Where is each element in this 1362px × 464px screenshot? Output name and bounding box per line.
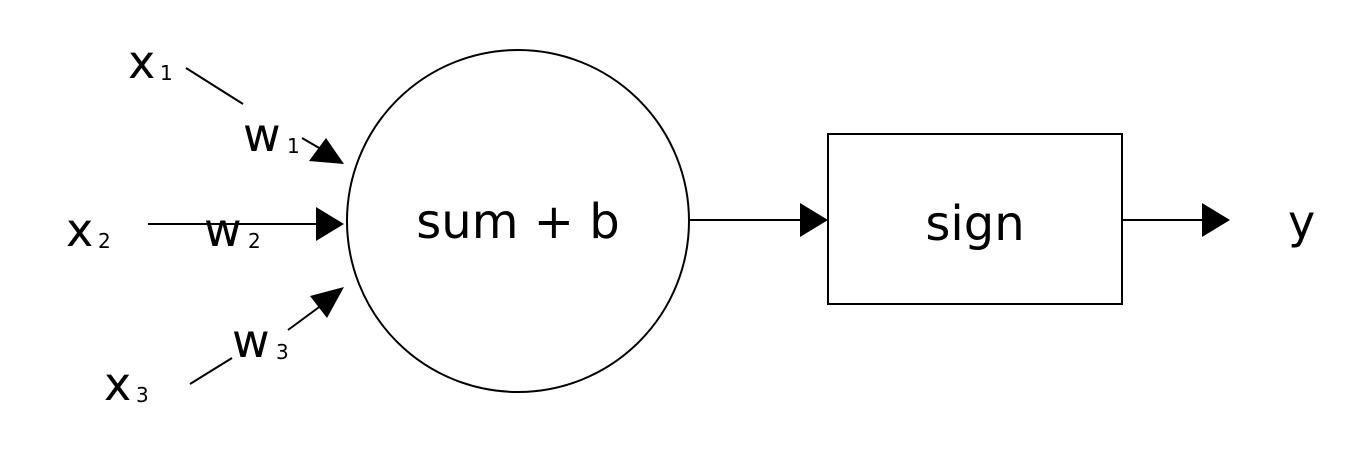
weight-w3: w 3 <box>232 314 289 368</box>
arrowhead-w3 <box>310 287 344 318</box>
input-x1-var: x <box>128 35 155 89</box>
edge-x3-to-w3 <box>189 357 233 385</box>
edge-x1-to-w1 <box>185 67 244 105</box>
arrowhead-sum-to-sign <box>800 203 828 237</box>
weight-w1-var: w <box>243 108 281 162</box>
input-x1: x 1 <box>128 35 173 89</box>
input-x2: x 2 <box>66 203 111 257</box>
sign-node-box <box>827 133 1123 305</box>
weight-w1: w 1 <box>243 108 300 162</box>
input-x3: x 3 <box>104 357 149 411</box>
sign-node-label: sign <box>925 196 1024 252</box>
arrowhead-w2 <box>316 207 344 241</box>
weight-w2-var: w <box>204 203 242 257</box>
weight-w3-var: w <box>232 314 270 368</box>
weight-w2: w 2 <box>204 203 261 257</box>
arrowhead-output <box>1202 203 1230 237</box>
arrowhead-w1 <box>309 138 344 164</box>
weight-w3-sub: 3 <box>276 340 289 364</box>
input-x2-var: x <box>66 203 93 257</box>
input-x2-sub: 2 <box>98 229 111 253</box>
sum-node-label: sum + b <box>416 194 619 250</box>
input-x1-sub: 1 <box>160 61 173 85</box>
output-y-label: y <box>1288 195 1315 249</box>
weight-w2-sub: 2 <box>248 229 261 253</box>
weight-w1-sub: 1 <box>287 134 300 158</box>
input-x3-var: x <box>104 357 131 411</box>
input-x3-sub: 3 <box>136 383 149 407</box>
